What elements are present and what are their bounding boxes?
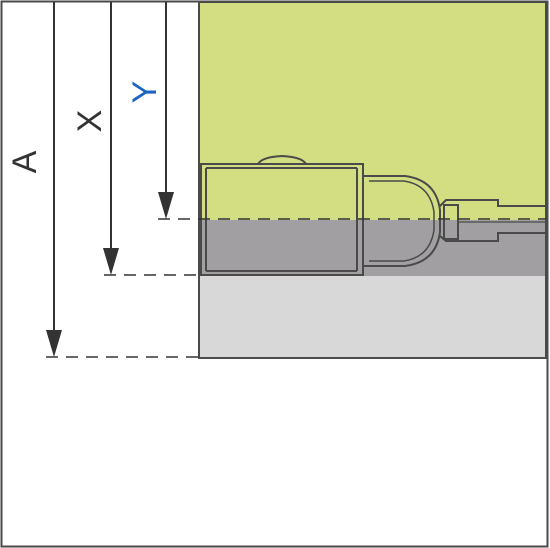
dimension-label-a: A (6, 150, 44, 173)
dimension-label-x: X (71, 110, 109, 133)
green-zone (199, 2, 546, 220)
light-band (199, 276, 546, 358)
part-rod-lower (439, 232, 546, 242)
part-cap-inner (369, 180, 435, 262)
dimension-label-y: Y (126, 81, 164, 104)
part-rod-upper (439, 199, 546, 207)
dark-band (199, 220, 546, 276)
part-knob (256, 154, 308, 165)
dimension-arrow-y (158, 2, 174, 219)
dimension-arrow-x (103, 2, 119, 275)
panel-outline (198, 1, 547, 359)
dimension-arrow-a (46, 2, 62, 357)
part-cap (363, 175, 441, 267)
